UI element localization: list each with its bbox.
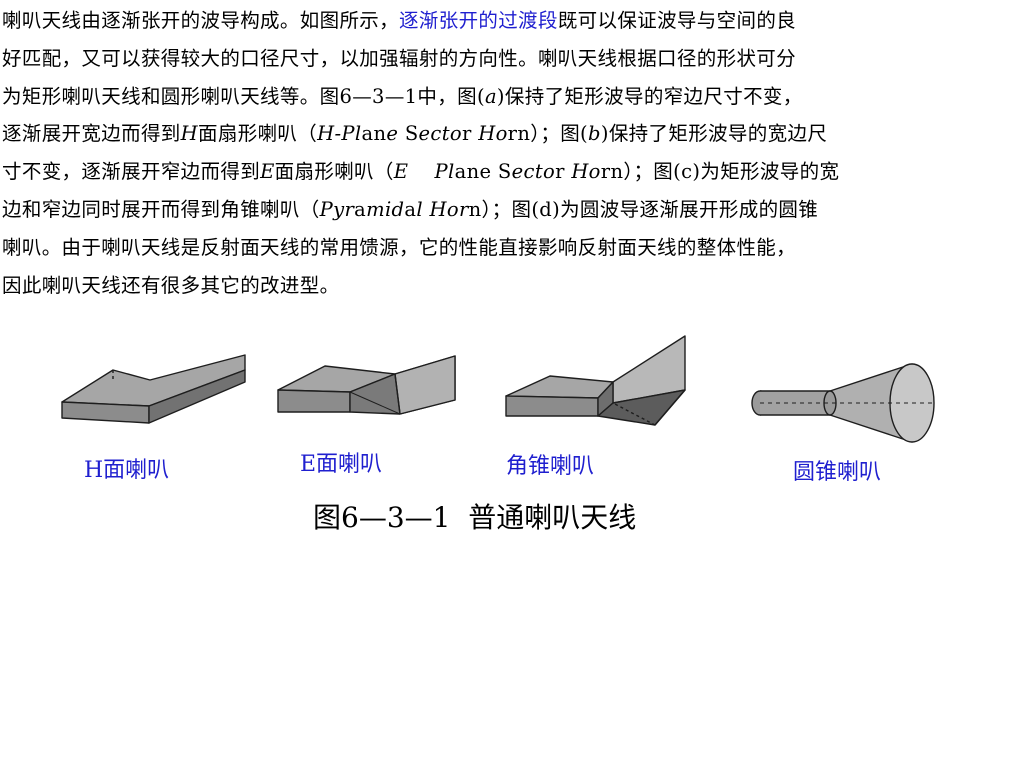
paragraph-line-2: 好匹配，又可以获得较大的口径尺寸，以加强辐射的方向性。喇叭天线根据口径的形状可分 [2,46,797,70]
paragraph-line-3: 为矩形喇叭天线和圆形喇叭天线等。图6—3—1中，图(a)保持了矩形波导的窄边尺寸… [2,84,803,108]
label-conical-horn: 圆锥喇叭 [793,460,882,485]
horn-illustrations [61,335,935,443]
intro-paragraph: 喇叭天线由逐渐张开的波导构成。如图所示，逐渐张开的过渡段既可以保证波导与空间的良… [2,2,1022,304]
e-plane-horn-drawing [277,355,456,415]
paragraph-line-5: 寸不变，逐渐展开窄边而得到E面扇形喇叭（E Plane Sector Horn）… [2,160,840,184]
label-e-plane-horn: E面喇叭 [300,452,383,477]
figure-caption: 图6—3—1 普通喇叭天线 [313,501,637,534]
horn-antenna-figure: H面喇叭 E面喇叭 角锥喇叭 圆锥喇叭 [30,330,990,490]
paragraph-line-1: 喇叭天线由逐渐张开的波导构成。如图所示，逐渐张开的过渡段既可以保证波导与空间的良 [2,9,797,32]
label-h-plane-horn: H面喇叭 [84,458,170,483]
h-plane-horn-drawing [61,354,246,424]
conical-horn-drawing [751,363,935,443]
paragraph-line-8: 因此喇叭天线还有很多其它的改进型。 [2,273,340,297]
paragraph-line-4: 逐渐展开宽边而得到H面扇形喇叭（H-Plane Sector Horn）；图(b… [2,122,828,146]
pyramidal-horn-drawing [505,335,686,426]
highlighted-phrase: 逐渐张开的过渡段 [399,9,558,32]
label-pyramidal-horn: 角锥喇叭 [506,454,595,479]
paragraph-line-6: 边和窄边同时展开而得到角锥喇叭（Pyramidal Horn）；图(d)为圆波导… [2,197,819,221]
paragraph-line-7: 喇叭。由于喇叭天线是反射面天线的常用馈源，它的性能直接影响反射面天线的整体性能， [2,235,797,259]
